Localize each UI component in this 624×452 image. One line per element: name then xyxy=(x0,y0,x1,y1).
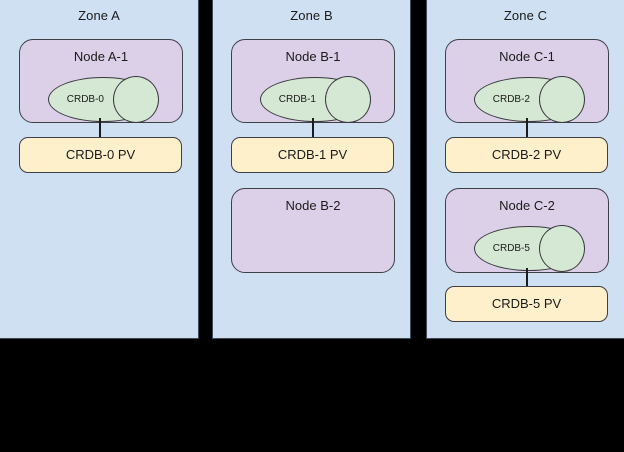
cylinder-cap xyxy=(538,76,585,123)
crdb-0-cylinder-label: CRDB-0 xyxy=(66,93,104,105)
zone-c-container[interactable]: Zone C Node C-1 CRDB-2 CRDB-2 PV Node C-… xyxy=(426,0,624,339)
cylinder-cap xyxy=(324,76,371,123)
connector-crdb-5 xyxy=(526,268,528,286)
crdb-1-pv-label: CRDB-1 PV xyxy=(277,147,348,162)
node-b-1-label: Node B-1 xyxy=(285,49,341,64)
crdb-5-pv-box[interactable]: CRDB-5 PV xyxy=(445,286,608,322)
zone-b-label: Zone B xyxy=(290,8,333,23)
zone-a-container[interactable]: Zone A Node A-1 CRDB-0 CRDB-0 PV xyxy=(0,0,199,339)
crdb-1-cylinder-label: CRDB-1 xyxy=(278,93,316,105)
connector-crdb-2 xyxy=(526,118,528,137)
crdb-2-cylinder-label: CRDB-2 xyxy=(492,93,530,105)
crdb-0-pv-box[interactable]: CRDB-0 PV xyxy=(19,137,182,173)
zone-a-label: Zone A xyxy=(78,8,120,23)
cylinder-cap xyxy=(538,225,585,272)
zone-b-container[interactable]: Zone B Node B-1 CRDB-1 CRDB-1 PV Node B-… xyxy=(212,0,411,339)
node-b-2-label: Node B-2 xyxy=(285,198,341,213)
node-c-1-label: Node C-1 xyxy=(499,49,555,64)
crdb-0-cylinder[interactable]: CRDB-0 xyxy=(48,76,159,123)
node-a-1-box[interactable]: Node A-1 CRDB-0 xyxy=(19,39,183,123)
crdb-2-pv-box[interactable]: CRDB-2 PV xyxy=(445,137,608,173)
cylinder-cap xyxy=(112,76,159,123)
crdb-5-cylinder[interactable]: CRDB-5 xyxy=(474,225,585,272)
crdb-5-pv-label: CRDB-5 PV xyxy=(491,296,562,311)
connector-crdb-1 xyxy=(312,118,314,137)
crdb-2-cylinder[interactable]: CRDB-2 xyxy=(474,76,585,123)
node-a-1-label: Node A-1 xyxy=(73,49,129,64)
crdb-0-pv-label: CRDB-0 PV xyxy=(65,147,136,162)
node-c-1-box[interactable]: Node C-1 CRDB-2 xyxy=(445,39,609,123)
zone-c-label: Zone C xyxy=(503,8,548,23)
node-c-2-box[interactable]: Node C-2 CRDB-5 xyxy=(445,188,609,273)
crdb-5-cylinder-label: CRDB-5 xyxy=(492,242,530,254)
node-b-2-box[interactable]: Node B-2 xyxy=(231,188,395,273)
crdb-2-pv-label: CRDB-2 PV xyxy=(491,147,562,162)
node-b-1-box[interactable]: Node B-1 CRDB-1 xyxy=(231,39,395,123)
node-c-2-label: Node C-2 xyxy=(499,198,555,213)
connector-crdb-0 xyxy=(99,118,101,137)
crdb-1-pv-box[interactable]: CRDB-1 PV xyxy=(231,137,394,173)
crdb-1-cylinder[interactable]: CRDB-1 xyxy=(260,76,371,123)
